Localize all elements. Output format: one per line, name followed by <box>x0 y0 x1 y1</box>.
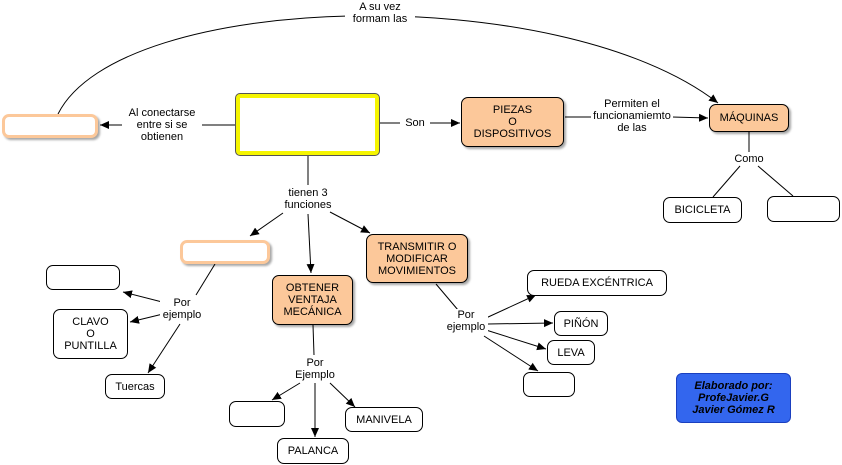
connector <box>147 323 181 374</box>
palanca-node[interactable]: PALANCA <box>277 438 349 464</box>
connector <box>306 213 315 274</box>
connector <box>249 212 284 237</box>
connector <box>485 294 537 319</box>
connector <box>671 113 709 122</box>
connector <box>312 324 315 356</box>
link-label-por-ejemplo-1: Por ejemplo <box>160 297 204 321</box>
transmitir-movimientos-node[interactable]: TRANSMITIR O MODIFICAR MOVIMIENTOS <box>366 234 468 283</box>
link-label-tienen: tienen 3 funciones <box>278 187 338 211</box>
piezas-node[interactable]: PIEZAS O DISPOSITIVOS <box>461 97 564 147</box>
connector <box>485 329 547 351</box>
ventaja-mecanica-node[interactable]: OBTENER VENTAJA MECÁNICA <box>272 275 353 325</box>
link-label-al-conectarse: Al conectarse entre si se obtienen <box>122 107 202 143</box>
pinon-node[interactable]: PIÑÓN <box>554 311 608 336</box>
function-empty-node[interactable] <box>180 240 270 264</box>
connector <box>712 165 741 198</box>
connector <box>329 382 356 408</box>
example-empty-node-2[interactable] <box>229 401 285 427</box>
clavo-node[interactable]: CLAVO O PUNTILLA <box>53 309 128 359</box>
link-label-son: Son <box>400 117 430 129</box>
connector <box>483 335 539 372</box>
link-label-permiten: Permiten el funcionamiemto de las <box>591 98 673 134</box>
rueda-excentrica-node[interactable]: RUEDA EXCÉNTRICA <box>527 270 667 296</box>
left-empty-node[interactable] <box>2 114 98 138</box>
manivela-node[interactable]: MANIVELA <box>345 407 423 432</box>
connector <box>129 313 164 324</box>
maquinas-node[interactable]: MÁQUINAS <box>709 104 789 132</box>
bicicleta-node[interactable]: BICICLETA <box>663 197 742 223</box>
connector <box>271 382 301 401</box>
leva-node[interactable]: LEVA <box>547 340 595 365</box>
connector <box>487 319 554 328</box>
link-label-por-ejemplo-3: Por ejemplo <box>444 309 488 333</box>
link-label-a-su-vez: A su vez formam las <box>345 1 415 25</box>
connector <box>435 283 459 311</box>
example-empty-node-1[interactable] <box>46 265 120 290</box>
tuercas-node[interactable]: Tuercas <box>105 374 165 399</box>
link-label-como: Como <box>729 153 769 165</box>
connector <box>195 263 216 296</box>
link-label-por-ejemplo-2: Por Ejemplo <box>290 357 340 381</box>
example-empty-node-3[interactable] <box>523 372 575 397</box>
connector <box>757 165 794 197</box>
credit-box: Elaborado por: ProfeJavier.G Javier Góme… <box>676 373 791 423</box>
central-concept-node[interactable] <box>236 94 379 155</box>
connector <box>329 211 371 234</box>
maquinas-example-empty-node[interactable] <box>767 196 840 222</box>
